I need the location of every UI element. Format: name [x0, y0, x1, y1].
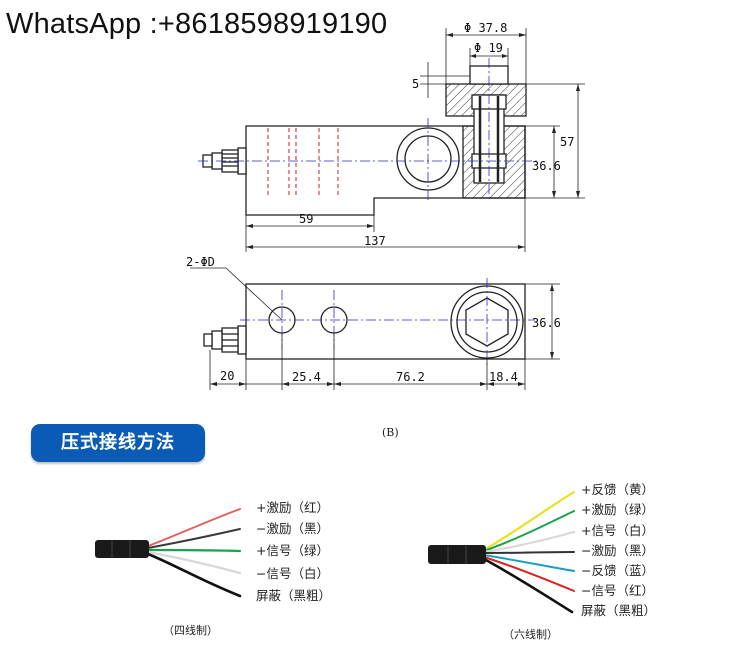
- dim-height-body: 36.6: [532, 159, 561, 173]
- wiring-method-banner: 压式接线方法: [31, 424, 205, 462]
- dim-end-offset: 18.4: [489, 370, 518, 384]
- dim-dia-outer: Φ 37.8: [464, 21, 507, 35]
- wire-black: [483, 551, 575, 554]
- six-wire-label-2: +激励（绿）: [581, 502, 654, 517]
- wire-black: [147, 528, 241, 549]
- four-wire-label-4: −信号（白）: [256, 566, 329, 581]
- six-wire-label-4: −激励（黑）: [581, 543, 654, 558]
- wire-red: [483, 556, 575, 592]
- six-wire-label-1: +反馈（黄）: [581, 482, 654, 497]
- four-wire-label-3: +信号（绿）: [256, 543, 329, 558]
- four-wire-caption: （四线制）: [163, 623, 218, 637]
- wire-green: [146, 548, 242, 553]
- four-wire-label-5: 屏蔽（黑粗）: [256, 588, 331, 603]
- wire-white: [482, 530, 576, 554]
- dim-length-slot: 59: [299, 212, 313, 226]
- dim-length-total: 137: [364, 234, 386, 248]
- wire-green: [483, 510, 575, 552]
- wire-white: [146, 550, 242, 575]
- hole-callout: 2-ΦD: [186, 255, 215, 269]
- wire-shield: [482, 557, 574, 614]
- wire-yellow: [482, 490, 576, 552]
- dim-hole-offset: 25.4: [292, 370, 321, 384]
- whatsapp-watermark: WhatsApp :+8618598919190: [6, 8, 388, 40]
- wire-red: [147, 508, 241, 547]
- dim-height-total: 57: [560, 135, 574, 149]
- dim-top-height: 36.6: [532, 316, 561, 330]
- cable-jacket: [428, 545, 486, 564]
- wire-blue: [483, 554, 575, 572]
- dim-dia-inner: Φ 19: [474, 41, 503, 55]
- wire-shield: [146, 552, 242, 598]
- six-wire-label-6: −信号（红）: [581, 583, 654, 598]
- four-wire-diagram: [95, 508, 242, 598]
- dim-hole-spacing: 76.2: [396, 370, 425, 384]
- six-wire-label-5: −反馈（蓝）: [581, 563, 654, 578]
- six-wire-label-7: 屏蔽（黑粗）: [581, 603, 656, 618]
- dim-cable-gland: 20: [220, 369, 234, 383]
- six-wire-diagram: [428, 490, 576, 614]
- dim-gap: 5: [412, 77, 419, 91]
- six-wire-label-3: +信号（白）: [581, 523, 654, 538]
- top-view: [190, 267, 560, 390]
- side-view: [198, 28, 585, 252]
- figure-caption-b: (B): [382, 426, 399, 439]
- wiring-method-title: 压式接线方法: [61, 432, 175, 453]
- cable-jacket: [95, 540, 149, 558]
- four-wire-label-2: −激励（黑）: [256, 521, 329, 536]
- four-wire-label-1: +激励（红）: [256, 500, 329, 515]
- six-wire-caption: （六线制）: [503, 627, 558, 641]
